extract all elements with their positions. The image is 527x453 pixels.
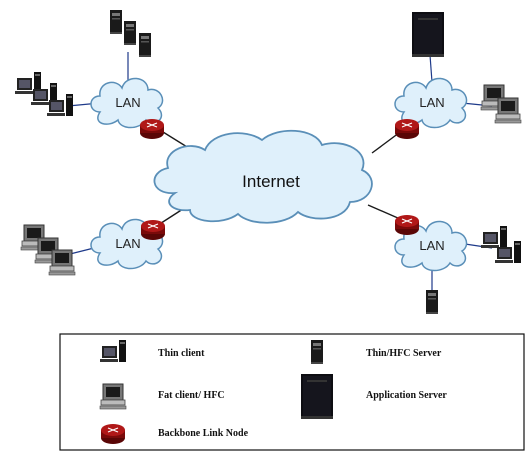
legend-thin-hfc-server: Thin/HFC Server [366,348,442,359]
thin-hfc-server-icon [426,290,438,314]
lan-cloud-top-right: LAN [394,77,468,129]
lan-label: LAN [115,236,140,251]
application-server-icon [412,12,444,57]
legend: Thin client Fat client/ HFC Backbone Lin… [59,333,525,451]
lan-cloud-bottom-right: LAN [394,220,468,272]
lan-label: LAN [115,95,140,110]
lan-label: LAN [419,238,444,253]
fat-client-icon [494,97,522,124]
thin-hfc-server-icon [311,340,323,364]
internet-label: Internet [242,172,300,191]
legend-backbone-node: Backbone Link Node [158,428,249,439]
backbone-node-icon [139,118,165,140]
lan-cloud-top-left: LAN [90,77,164,129]
thin-hfc-server-icon [110,10,122,34]
legend-thin-client: Thin client [158,348,205,359]
application-server-icon [301,374,333,419]
backbone-node-icon [100,423,126,445]
thin-client-icon [495,241,521,263]
lan-label: LAN [419,95,444,110]
internet-cloud: Internet [153,129,373,224]
backbone-node-icon [140,219,166,241]
legend-application-server: Application Server [366,390,447,401]
fat-client-icon [99,383,127,410]
backbone-node-icon [394,214,420,236]
thin-hfc-server-icon [124,21,136,45]
thin-hfc-server-icon [139,33,151,57]
thin-client-icon [481,226,507,248]
legend-box [59,333,525,451]
legend-fat-client: Fat client/ HFC [158,390,225,401]
lan-cloud-bottom-left: LAN [90,218,164,270]
fat-client-icon [48,249,76,276]
backbone-node-icon [394,118,420,140]
